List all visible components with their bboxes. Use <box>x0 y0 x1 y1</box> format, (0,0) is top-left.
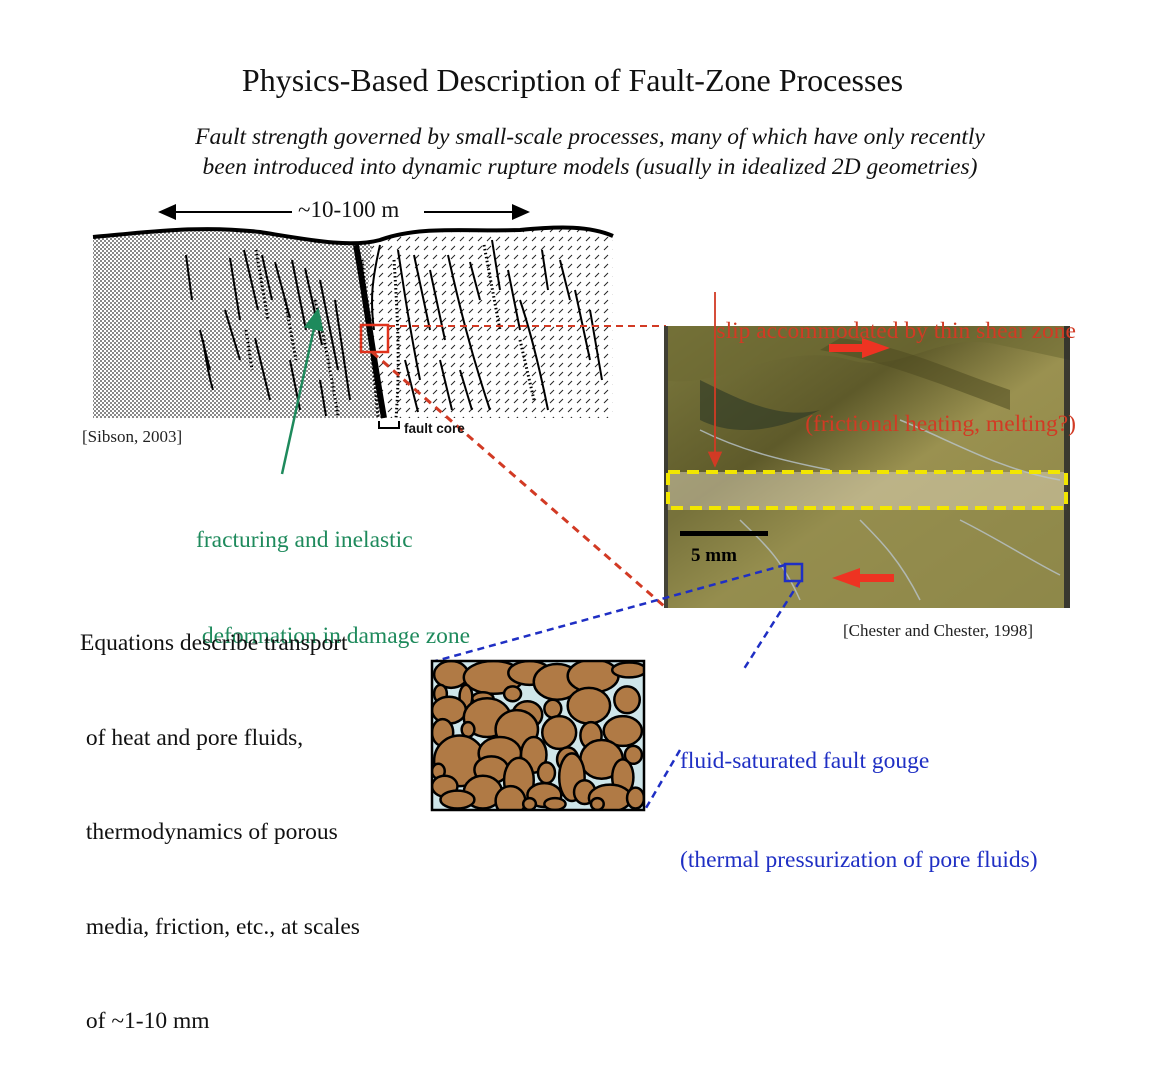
fault-core-zoom-box <box>359 323 390 354</box>
fault-zone-sketch <box>92 225 614 419</box>
gouge-grain <box>494 784 527 810</box>
equations-line-4: media, friction, etc., at scales <box>80 913 360 940</box>
fault-core-bracket <box>378 421 400 429</box>
equations-line-1: Equations describe transport <box>80 630 348 656</box>
damage-zone-line-2: deformation in damage zone <box>196 623 471 649</box>
damage-zone-arrow <box>280 307 324 475</box>
photo-texture-shadow <box>700 380 820 430</box>
shear-zone-band <box>667 472 1067 510</box>
gouge-grain <box>589 796 605 810</box>
page-title: Physics-Based Description of Fault-Zone … <box>241 62 904 98</box>
host-rock-right <box>368 227 613 418</box>
equations-line-5: of ~1-10 mm <box>80 1008 210 1034</box>
slip-arrow-top <box>829 338 890 358</box>
gouge-grain <box>439 789 476 810</box>
gouge-grain <box>602 714 644 748</box>
photo-veins <box>699 419 1061 601</box>
subtitle: Fault strength governed by small-scale p… <box>0 122 1164 182</box>
gouge-grain <box>540 714 578 751</box>
shear-zone-highlight <box>666 470 1068 510</box>
gouge-grain <box>610 661 644 679</box>
gouge-annotation: fluid-saturated fault gouge (thermal pre… <box>680 679 1038 910</box>
zoom-connector-bottom <box>371 350 665 608</box>
slip-arrow-bottom <box>832 568 894 588</box>
equations-line-3: thermodynamics of porous <box>80 819 338 845</box>
scale-bar <box>680 531 768 536</box>
gouge-line-2: (thermal pressurization of pore fluids) <box>680 847 1038 873</box>
gouge-zoom-box <box>783 562 804 583</box>
ground-surface <box>92 225 614 246</box>
sibson-citation: [Sibson, 2003] <box>82 427 183 446</box>
damage-zone-annotation: fracturing and inelastic deformation in … <box>196 460 470 684</box>
subtitle-line-1: Fault strength governed by small-scale p… <box>195 124 985 150</box>
gouge-connector-bottom <box>644 749 682 809</box>
gouge-grain <box>613 685 642 715</box>
gouge-grain <box>502 685 523 703</box>
scale-bar-label: 5 mm <box>691 545 737 566</box>
gouge-grain <box>625 786 644 810</box>
shear-zone-annotation: slip accommodated by thin shear zone (fr… <box>668 254 1076 471</box>
fault-core-line <box>353 244 387 419</box>
gouge-grain <box>566 686 612 725</box>
fractures <box>185 239 603 417</box>
gouge-line-1: fluid-saturated fault gouge <box>680 748 930 774</box>
shear-zone-line-2: (frictional heating, melting?) <box>805 411 1076 437</box>
gouge-box-border <box>430 659 646 812</box>
gouge-photo <box>664 326 1070 608</box>
gouge-connector-right <box>740 580 802 673</box>
equations-line-2: of heat and pore fluids, <box>80 724 304 751</box>
diagram-canvas <box>92 204 1070 812</box>
gouge-grain <box>543 796 567 810</box>
chester-citation: [Chester and Chester, 1998] <box>843 621 1034 640</box>
photo-edge-left <box>664 326 668 608</box>
fault-strand <box>371 244 381 331</box>
gouge-connector-top <box>431 563 786 664</box>
gouge-schematic <box>430 659 646 812</box>
damage-zone-line-1: fracturing and inelastic <box>196 527 413 553</box>
photo-edge-right <box>1064 326 1070 608</box>
equations-note: Equations describe transport of heat and… <box>80 565 360 1069</box>
scale-label: ~10-100 m <box>298 197 400 222</box>
gouge-grain <box>536 761 557 785</box>
gouge-grain <box>521 796 538 810</box>
shear-zone-line-1: slip accommodated by thin shear zone <box>716 318 1076 344</box>
gouge-grain <box>623 744 644 766</box>
subtitle-line-2: been introduced into dynamic rupture mod… <box>202 154 978 180</box>
fault-core-label: fault core <box>404 421 465 436</box>
